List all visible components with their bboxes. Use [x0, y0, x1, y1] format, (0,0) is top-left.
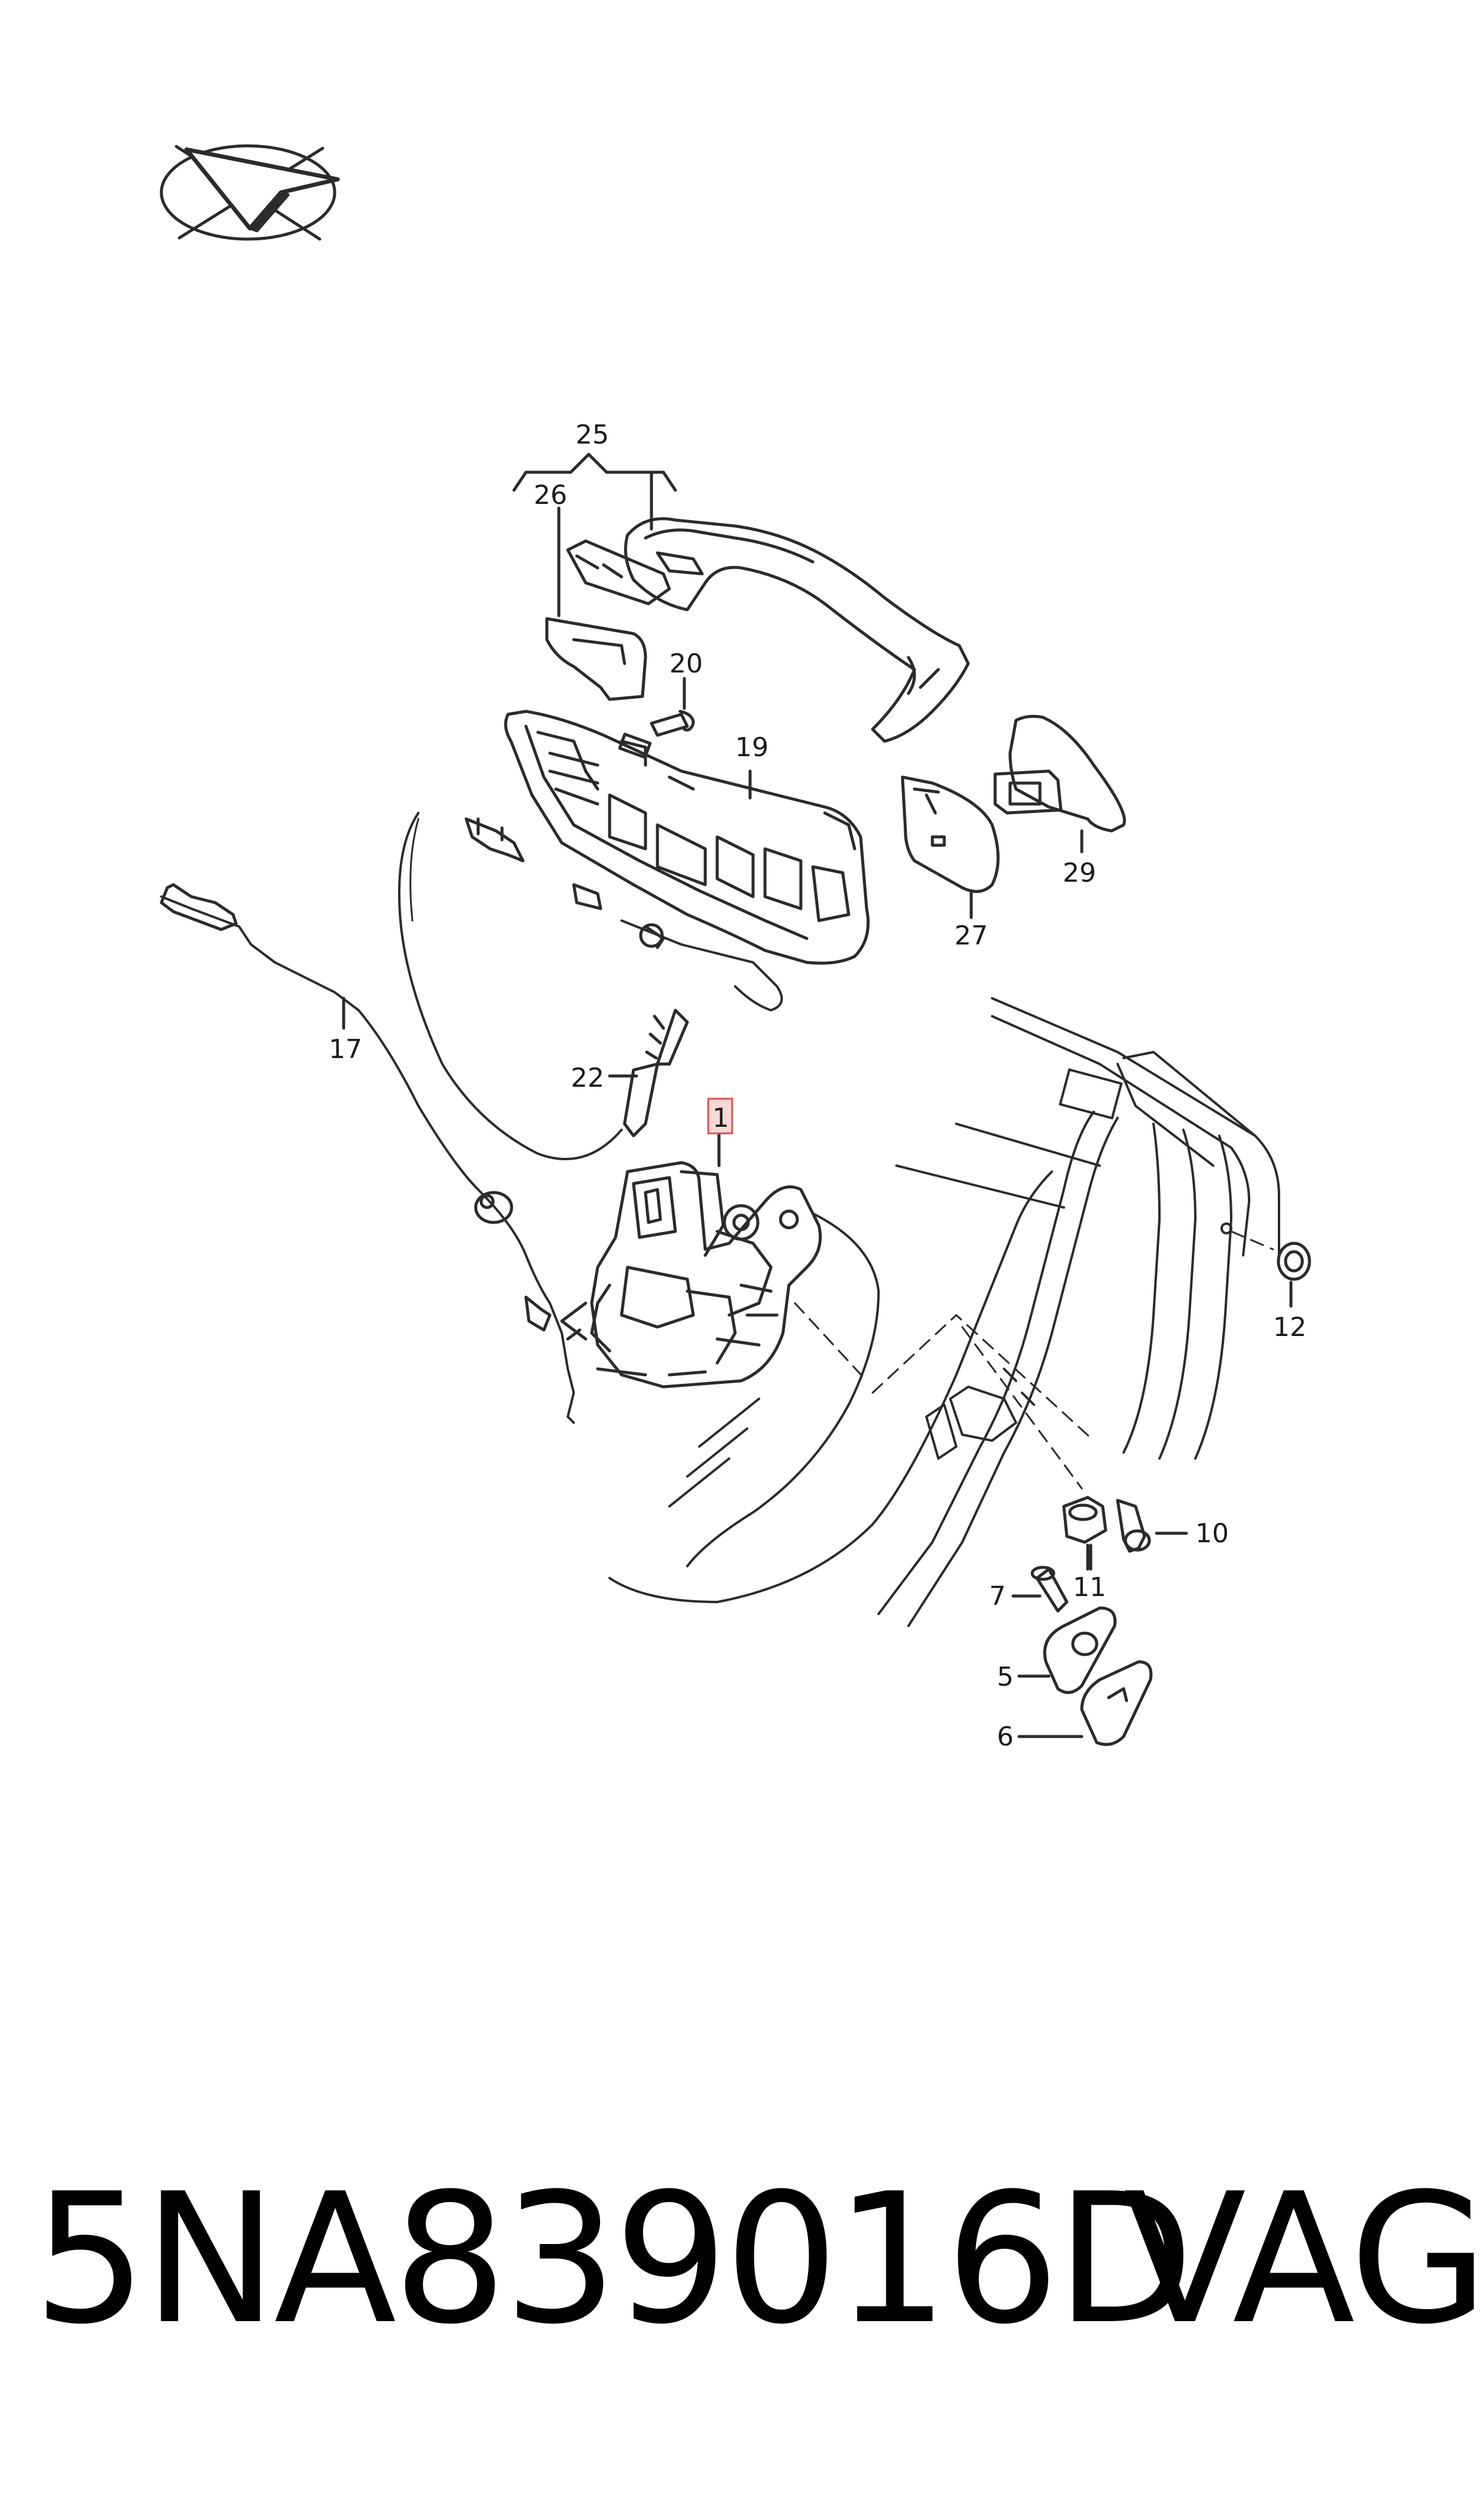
callout-20: 20 [669, 649, 703, 679]
outer-door-handle [624, 517, 970, 743]
link-rod-22 [398, 812, 783, 1160]
highlight-box-1 [707, 1097, 733, 1135]
callout-10: 10 [1195, 1518, 1229, 1549]
bolt-10 [1116, 1499, 1188, 1553]
cable-17 [160, 883, 575, 1424]
handle-carrier-19 [504, 710, 870, 965]
brand-name: VAG [1124, 2155, 1484, 2364]
callout-29: 29 [1063, 858, 1096, 888]
callout-1: 1 [712, 1103, 729, 1133]
cap-29 [993, 714, 1126, 854]
shim-6 [1017, 1660, 1153, 1746]
callout-19: 19 [735, 732, 769, 763]
view-direction-arrow-icon [160, 144, 340, 241]
seal-27 [901, 775, 1000, 919]
assembly-leaders [794, 1230, 1274, 1490]
grommet-12 [1277, 1242, 1311, 1308]
callout-27: 27 [954, 921, 988, 951]
callout-12: 12 [1273, 1312, 1306, 1343]
callout-5: 5 [997, 1662, 1014, 1692]
callout-25: 25 [576, 420, 609, 450]
part-number: 5NA839016D [33, 2155, 1194, 2364]
door-lock-actuator-1 [560, 1133, 822, 1389]
nut-11 [1062, 1496, 1107, 1571]
screw-20 [650, 677, 695, 737]
striker-plate-5 [1017, 1606, 1117, 1694]
callout-11: 11 [1073, 1572, 1106, 1603]
callout-22: 22 [571, 1063, 604, 1093]
screw-7 [1011, 1566, 1069, 1613]
cover-cap-26 [545, 506, 671, 701]
door-frame [608, 997, 1280, 1627]
callout-7: 7 [989, 1581, 1006, 1612]
callout-17: 17 [329, 1034, 362, 1065]
callout-26: 26 [534, 480, 567, 510]
callout-6: 6 [997, 1722, 1014, 1752]
